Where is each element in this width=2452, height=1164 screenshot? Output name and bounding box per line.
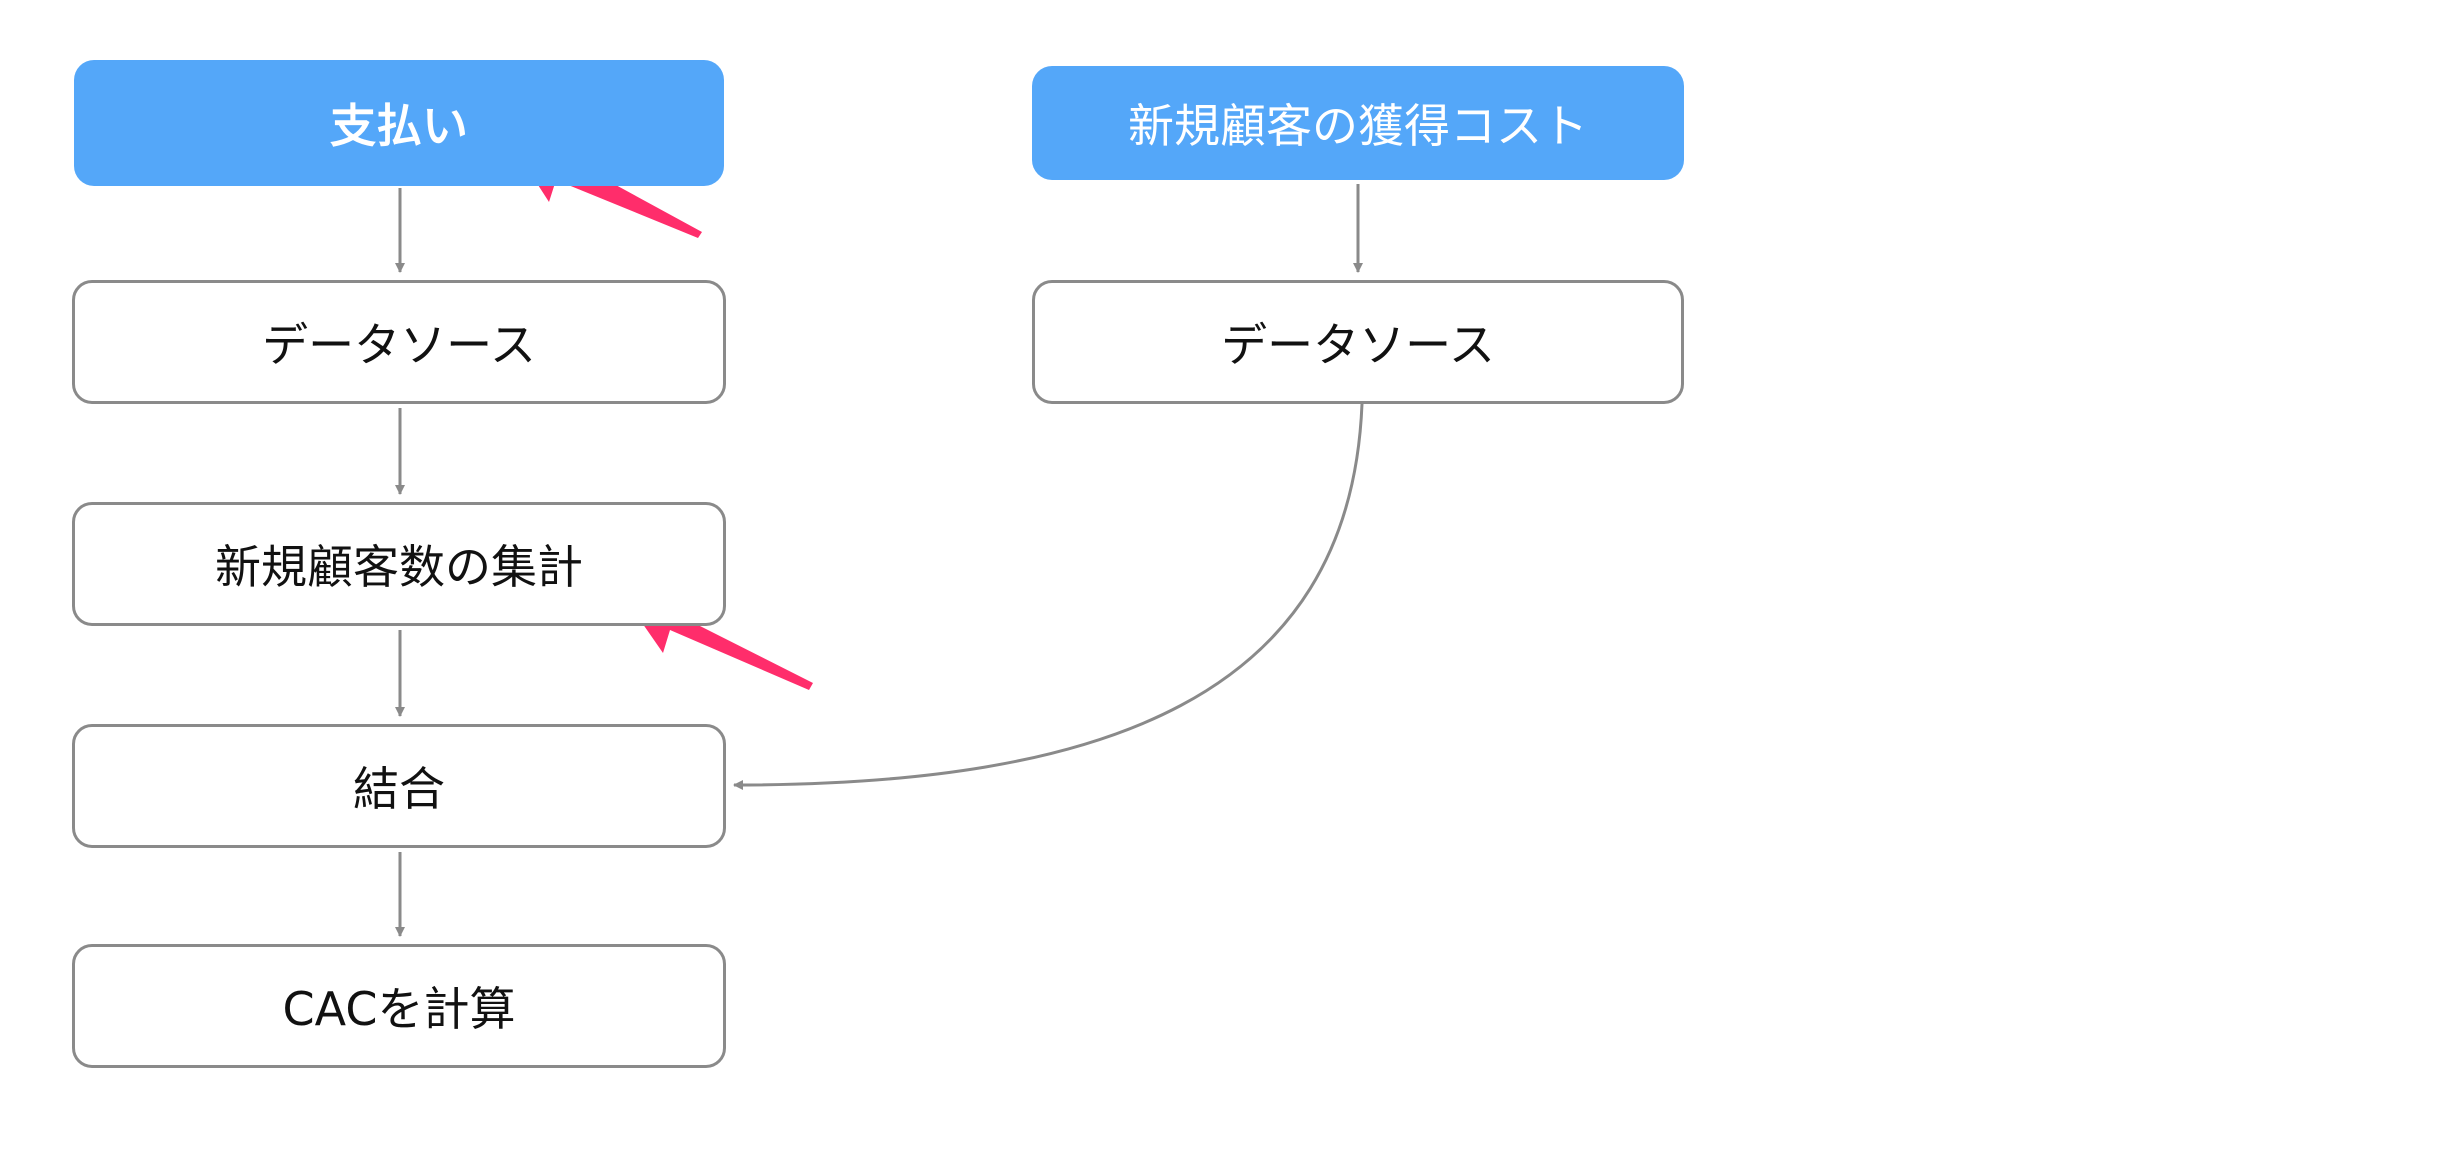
node-data-source-left: データソース xyxy=(72,280,726,404)
node-data-source-right: データソース xyxy=(1032,280,1684,404)
node-join: 結合 xyxy=(72,724,726,848)
node-acquisition-cost: 新規顧客の獲得コスト xyxy=(1032,66,1684,180)
node-payment-label: 支払い xyxy=(330,99,468,153)
node-calc-cac-label: CACを計算 xyxy=(282,982,516,1036)
node-data-source-right-label: データソース xyxy=(1221,318,1495,372)
node-join-label: 結合 xyxy=(353,762,445,816)
node-payment: 支払い xyxy=(74,60,724,186)
node-new-customer-count-label: 新規顧客数の集計 xyxy=(215,540,583,594)
node-acquisition-cost-label: 新規顧客の獲得コスト xyxy=(1128,99,1588,153)
node-new-customer-count: 新規顧客数の集計 xyxy=(72,502,726,626)
edge-datasource-to-join xyxy=(733,403,1364,790)
node-data-source-left-label: データソース xyxy=(262,318,536,372)
node-calc-cac: CACを計算 xyxy=(72,944,726,1068)
